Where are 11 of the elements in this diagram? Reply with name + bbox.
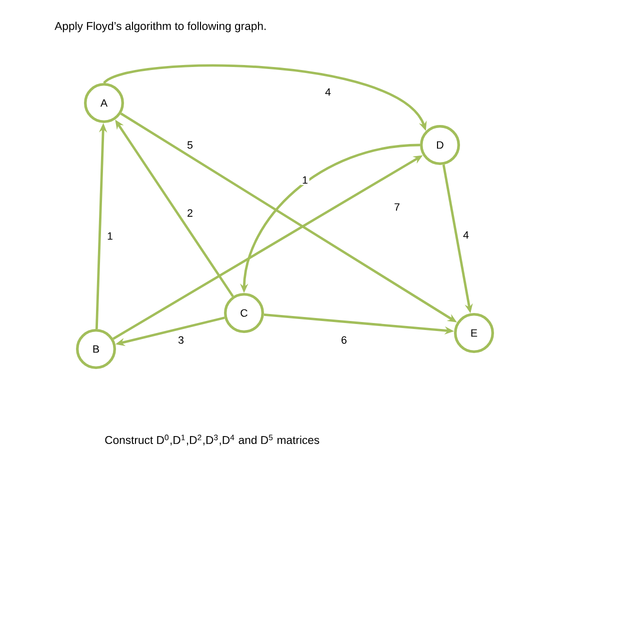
edge-label: 4 — [324, 87, 332, 97]
edge-label: 5 — [186, 140, 194, 150]
edge-label: 2 — [186, 208, 194, 218]
edge-label: 4 — [462, 230, 470, 240]
edge-label: 1 — [300, 175, 310, 185]
edge-label: 6 — [340, 334, 348, 346]
edge-label: 7 — [392, 202, 402, 212]
edge-label: 1 — [106, 231, 114, 241]
edge-label: 3 — [176, 334, 186, 346]
caption: Construct D$^{0}$,D$^{1}$,D$^{2}$,D$^{3}$,D$^{4}$ and D$^{5}$ matrices — [105, 434, 320, 446]
title: Apply Floyd’s algorithm to following graph. — [54, 22, 266, 32]
